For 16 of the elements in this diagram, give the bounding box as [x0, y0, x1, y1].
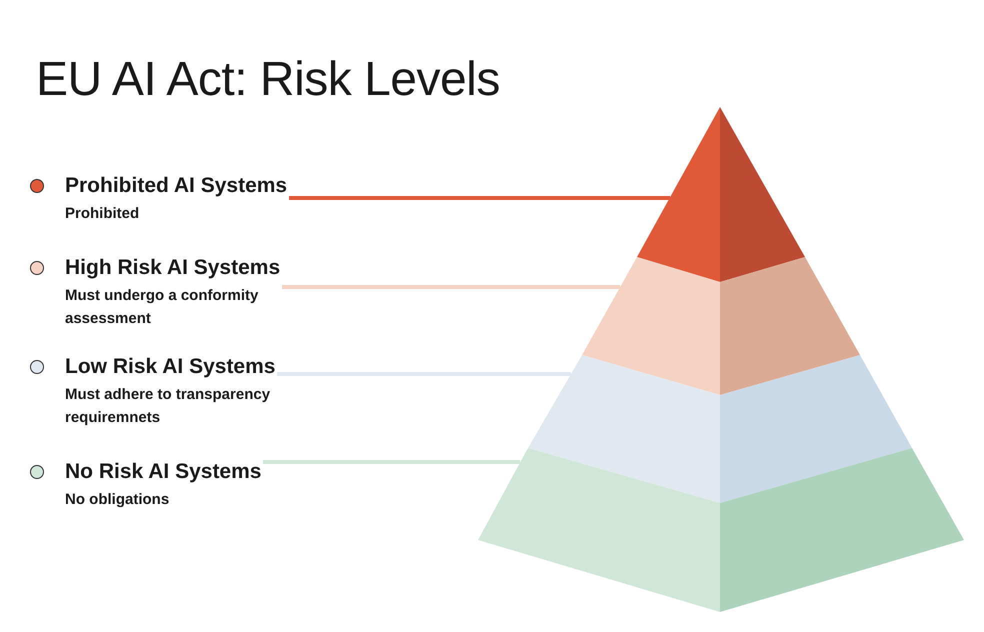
leader-line: [282, 285, 620, 289]
item-heading: No Risk AI Systems: [65, 459, 262, 485]
item-description: Prohibited: [65, 204, 140, 224]
title: EU AI Act: Risk Levels: [36, 52, 500, 107]
pyramid-tier: [582, 257, 860, 395]
leader-line: [289, 196, 670, 200]
item-description: No obligations: [65, 490, 170, 510]
pyramid-tier: [528, 355, 912, 503]
pyramid-top-tier: [637, 107, 805, 282]
item-description: Must undergo a conformity assessment: [65, 286, 260, 329]
leader-line: [263, 460, 520, 464]
pyramid-tier: [478, 448, 964, 612]
item-heading: Low Risk AI Systems: [65, 354, 276, 380]
item-heading: Prohibited AI Systems: [65, 173, 288, 199]
item-description: Must adhere to transparency requiremnets: [65, 385, 272, 428]
item-heading: High Risk AI Systems: [65, 255, 282, 281]
